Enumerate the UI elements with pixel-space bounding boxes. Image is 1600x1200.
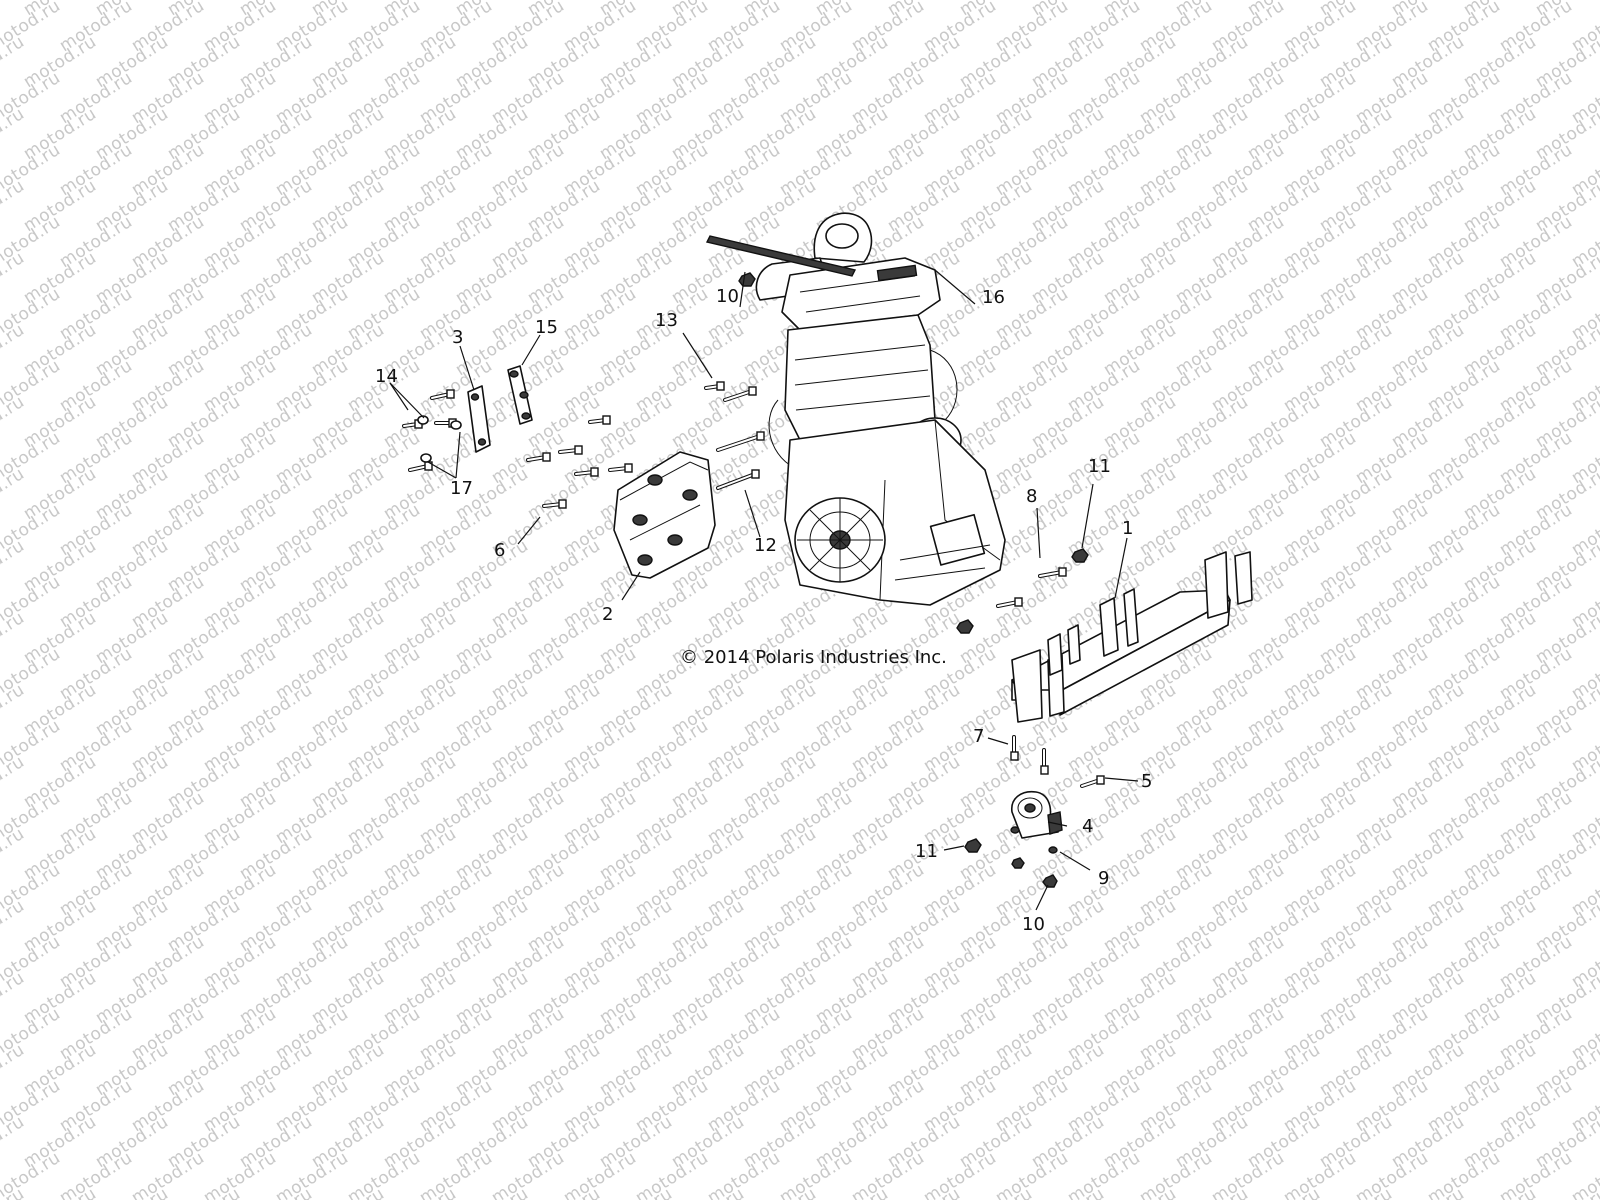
callout-5: 5 xyxy=(1141,771,1152,792)
callout-3: 3 xyxy=(452,327,463,348)
callout-17: 17 xyxy=(450,478,473,499)
washer-17b xyxy=(450,420,462,430)
copyright-notice: © 2014 Polaris Industries Inc. xyxy=(680,647,947,668)
bolt-head xyxy=(590,467,599,477)
bolt-head xyxy=(1096,775,1105,785)
callout-6: 6 xyxy=(494,540,505,561)
bolt-head xyxy=(1058,567,1067,577)
callout-1: 1 xyxy=(1122,518,1133,539)
washer-17 xyxy=(420,453,432,463)
washer-9a xyxy=(1010,826,1020,834)
bolt-head xyxy=(716,381,725,391)
callout-13: 13 xyxy=(655,310,678,331)
bolt-head xyxy=(751,469,760,479)
callout-16: 16 xyxy=(982,287,1005,308)
bolt-head xyxy=(756,431,765,441)
callout-7: 7 xyxy=(973,726,984,747)
washer-9b xyxy=(1048,846,1058,854)
bolt-head xyxy=(748,386,757,396)
bolt-head xyxy=(542,452,551,462)
callout-11-bottom: 11 xyxy=(915,841,938,862)
callout-11-top: 11 xyxy=(1088,456,1111,477)
bolt-head xyxy=(624,463,633,473)
nut-10-top xyxy=(738,272,756,287)
bolt-head xyxy=(1040,765,1049,775)
bolt-head xyxy=(558,499,567,509)
callout-4: 4 xyxy=(1082,816,1093,837)
bolt-head xyxy=(1014,597,1023,607)
bolt-head xyxy=(602,415,611,425)
callout-14: 14 xyxy=(375,366,398,387)
callout-8: 8 xyxy=(1026,486,1037,507)
callout-15: 15 xyxy=(535,317,558,338)
callout-2: 2 xyxy=(602,604,613,625)
callout-10-bottom: 10 xyxy=(1022,914,1045,935)
callout-9: 9 xyxy=(1098,868,1109,889)
nut-lower-2 xyxy=(1011,857,1025,869)
bolt-head xyxy=(1010,751,1019,761)
callout-10-top: 10 xyxy=(716,286,739,307)
nut-11-bottom xyxy=(964,838,982,853)
callout-12: 12 xyxy=(754,535,777,556)
bolt-head xyxy=(574,445,583,455)
bolt-head xyxy=(446,389,455,399)
